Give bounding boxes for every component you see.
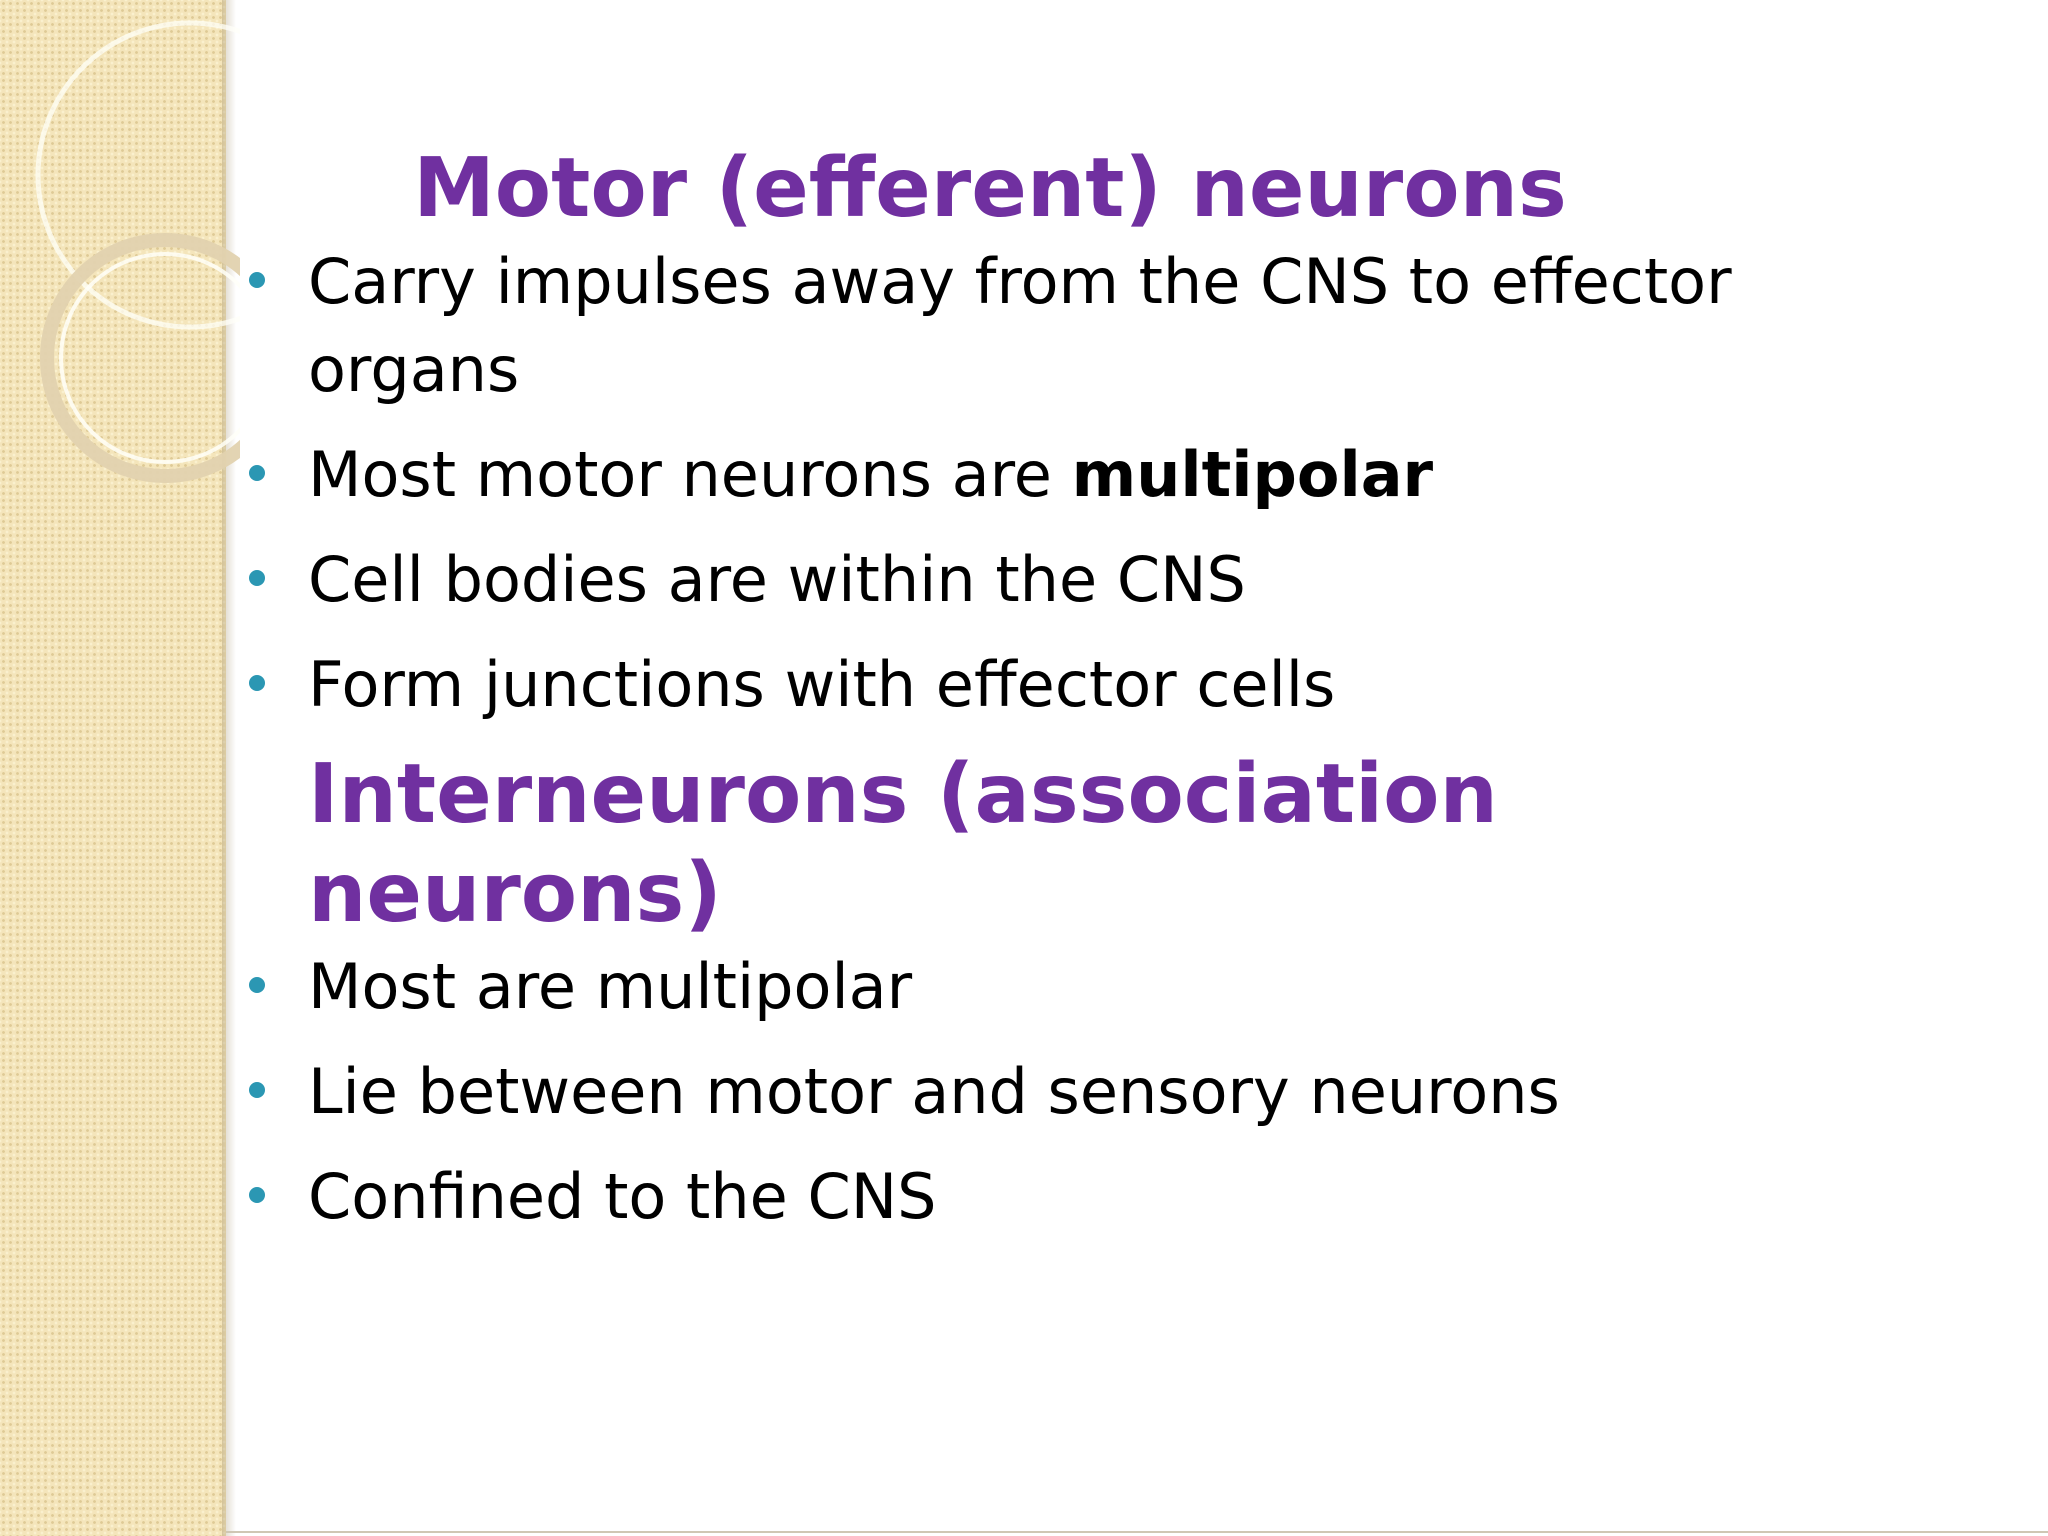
list-item: Lie between motor and sensory neurons — [240, 1048, 1800, 1136]
interneurons-list: Most are multipolar Lie between motor an… — [240, 943, 1800, 1241]
list-item: Cell bodies are within the CNS — [240, 536, 1800, 624]
list-item: Most are multipolar — [240, 943, 1800, 1031]
slide-content: Motor (efferent) neurons Carry impulses … — [240, 140, 1800, 1258]
bullet-text: Cell bodies are within the CNS — [308, 543, 1246, 617]
heading-interneurons: Interneurons (association neurons) — [308, 747, 1498, 941]
bullet-dot-icon — [249, 675, 265, 692]
decorative-ring-inner — [59, 252, 240, 464]
decorative-ring-large — [35, 20, 240, 330]
side-band-shadow — [222, 0, 236, 1536]
bullet-dot-icon — [249, 465, 265, 482]
bullet-dot-icon — [249, 272, 265, 289]
bullet-dot-icon — [249, 977, 265, 994]
bullet-dot-icon — [249, 1187, 265, 1204]
list-item: Carry impulses away from the CNS to effe… — [240, 238, 1800, 414]
bullet-bold-term: multipolar — [1071, 438, 1434, 512]
bullet-text: Most are multipolar — [308, 950, 913, 1024]
bottom-divider — [226, 1531, 2048, 1533]
heading-motor-neurons: Motor (efferent) neurons — [413, 141, 1567, 236]
motor-neurons-list: Carry impulses away from the CNS to effe… — [240, 238, 1800, 729]
decorative-ring-outer — [40, 233, 240, 483]
bullet-dot-icon — [249, 570, 265, 587]
bullet-text: Confined to the CNS — [308, 1160, 937, 1234]
decorative-rings — [35, 20, 240, 483]
bullet-text: Lie between motor and sensory neurons — [308, 1055, 1560, 1129]
list-item: Confined to the CNS — [240, 1153, 1800, 1241]
list-item: Most motor neurons are multipolar — [240, 431, 1800, 519]
bullet-text: Form junctions with effector cells — [308, 648, 1336, 722]
bullet-text: Most motor neurons are — [308, 438, 1072, 512]
bullet-text: Carry impulses away from the CNS to effe… — [308, 245, 1732, 407]
list-item: Form junctions with effector cells — [240, 641, 1800, 729]
bullet-dot-icon — [249, 1082, 265, 1099]
